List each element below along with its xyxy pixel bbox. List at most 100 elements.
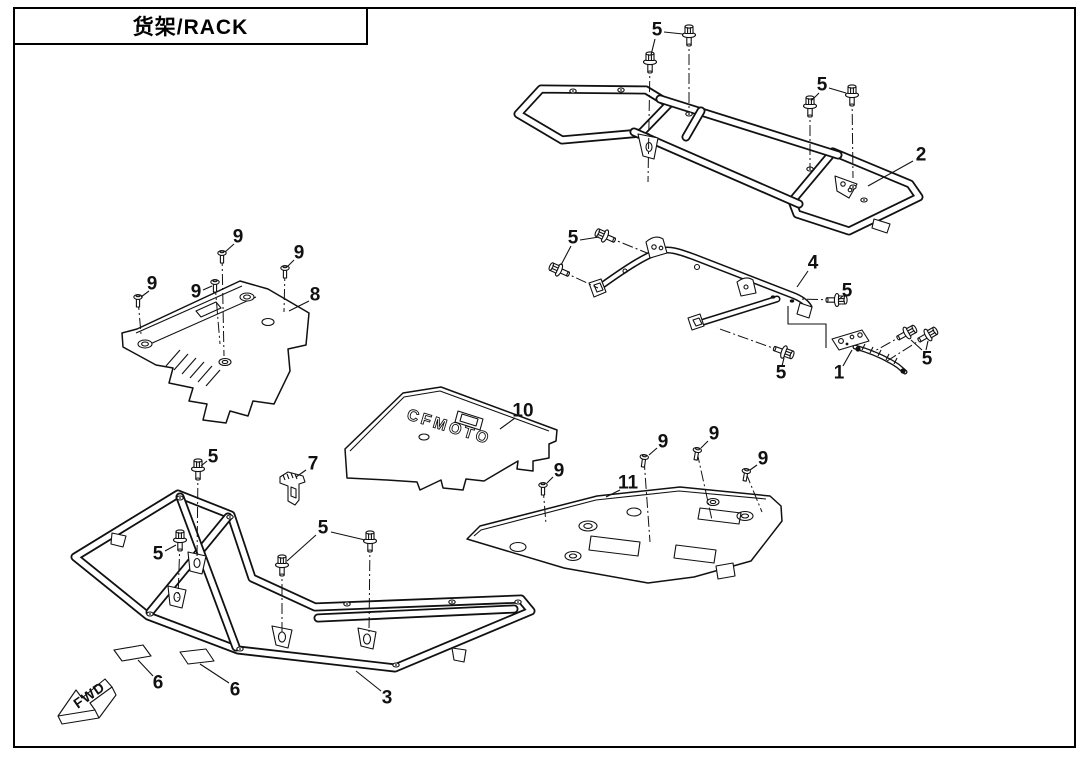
ellipse-detail	[917, 337, 922, 343]
callout-5: 5	[776, 363, 787, 384]
tube-core-5	[595, 248, 811, 309]
path-detail	[831, 329, 870, 351]
leader-line	[202, 285, 213, 291]
leader-line	[842, 349, 853, 367]
ellipse-detail	[365, 530, 375, 535]
path-detail	[121, 280, 310, 424]
ellipse-detail	[261, 317, 275, 327]
g-detail	[681, 24, 697, 47]
g-detail	[772, 345, 795, 360]
callout-5: 5	[153, 544, 164, 565]
ellipse-detail	[645, 51, 655, 56]
path-detail	[459, 413, 479, 427]
g-detail	[802, 95, 818, 118]
g-detail	[190, 458, 206, 481]
g-detail	[133, 294, 143, 308]
callout-9: 9	[294, 243, 305, 264]
part-3-front-rack-details	[110, 495, 522, 668]
button-screw	[639, 454, 650, 468]
assembly-axis	[196, 468, 199, 560]
button-screw	[692, 447, 703, 461]
g-detail	[172, 529, 188, 552]
leader-line	[546, 476, 554, 484]
leader-line	[199, 663, 230, 684]
line-detail	[286, 473, 290, 480]
assembly-axis	[696, 451, 713, 521]
tube-core-2	[657, 96, 841, 158]
line-detail	[785, 353, 792, 357]
circle-detail	[572, 90, 574, 92]
line-detail	[893, 357, 898, 365]
ellipse-detail	[740, 513, 750, 519]
path-detail	[290, 486, 297, 499]
leader-line	[867, 160, 914, 187]
flange-bolt	[362, 530, 378, 553]
g-detail	[274, 554, 290, 577]
callout-2: 2	[916, 145, 927, 166]
ellipse-detail	[684, 24, 694, 29]
circle-detail	[852, 186, 854, 188]
line-detail	[189, 361, 205, 379]
line-detail	[597, 233, 604, 238]
ellipse-detail	[583, 523, 593, 529]
line-detail	[165, 349, 181, 367]
g-detail	[741, 468, 752, 482]
path-detail	[344, 386, 558, 491]
leader-line	[499, 417, 516, 430]
line-detail	[197, 365, 213, 383]
callout-6: 6	[230, 680, 241, 701]
path-detail	[796, 302, 813, 319]
fwd-arrow: FWD	[57, 678, 117, 725]
flange-bolt	[917, 326, 939, 343]
path-detail	[692, 317, 703, 327]
ellipse-detail	[540, 482, 546, 486]
callout-6: 6	[153, 673, 164, 694]
circle-detail	[743, 284, 749, 290]
path-detail	[57, 678, 113, 717]
callout-9: 9	[658, 432, 669, 453]
ellipse-detail	[177, 548, 183, 552]
ellipse-detail	[218, 357, 232, 367]
ellipse-detail	[789, 299, 795, 303]
ellipse-detail	[173, 591, 181, 603]
leader-line	[650, 38, 656, 56]
button-screw	[741, 468, 752, 482]
leader-line	[355, 670, 382, 692]
rect-detail	[540, 486, 546, 496]
rect-detail	[135, 298, 141, 308]
circle-detail	[395, 664, 397, 666]
callout-9: 9	[554, 461, 565, 482]
circle-detail	[651, 244, 657, 250]
title-box: 货架/RACK	[13, 7, 368, 45]
assembly-axis	[368, 540, 371, 633]
ellipse-detail	[135, 294, 141, 298]
ellipse-detail	[647, 70, 653, 74]
callout-5: 5	[922, 349, 933, 370]
g-detail	[280, 265, 290, 279]
leader-line	[288, 300, 310, 312]
assembly-axis	[851, 94, 854, 179]
leader-line	[295, 469, 307, 478]
ellipse-detail	[564, 550, 582, 562]
path-detail	[787, 306, 827, 348]
path-detail	[195, 301, 222, 318]
callout-5: 5	[318, 518, 329, 539]
leader-line	[605, 489, 621, 498]
path-detail	[110, 532, 127, 548]
ellipse-detail	[641, 454, 647, 458]
rect-detail	[219, 254, 225, 264]
tube-outline-7	[852, 344, 908, 375]
leader-line	[579, 236, 600, 241]
ellipse-detail	[548, 262, 554, 271]
line-detail	[173, 353, 189, 371]
line-detail	[149, 296, 257, 345]
path-detail	[57, 686, 117, 725]
part-10-logo-cover: CFMOTO	[344, 386, 558, 491]
callout-9: 9	[758, 449, 769, 470]
leader-line	[663, 31, 684, 35]
ellipse-detail	[578, 520, 598, 532]
flange-bolt	[642, 51, 658, 74]
flange-bolt	[548, 262, 570, 277]
